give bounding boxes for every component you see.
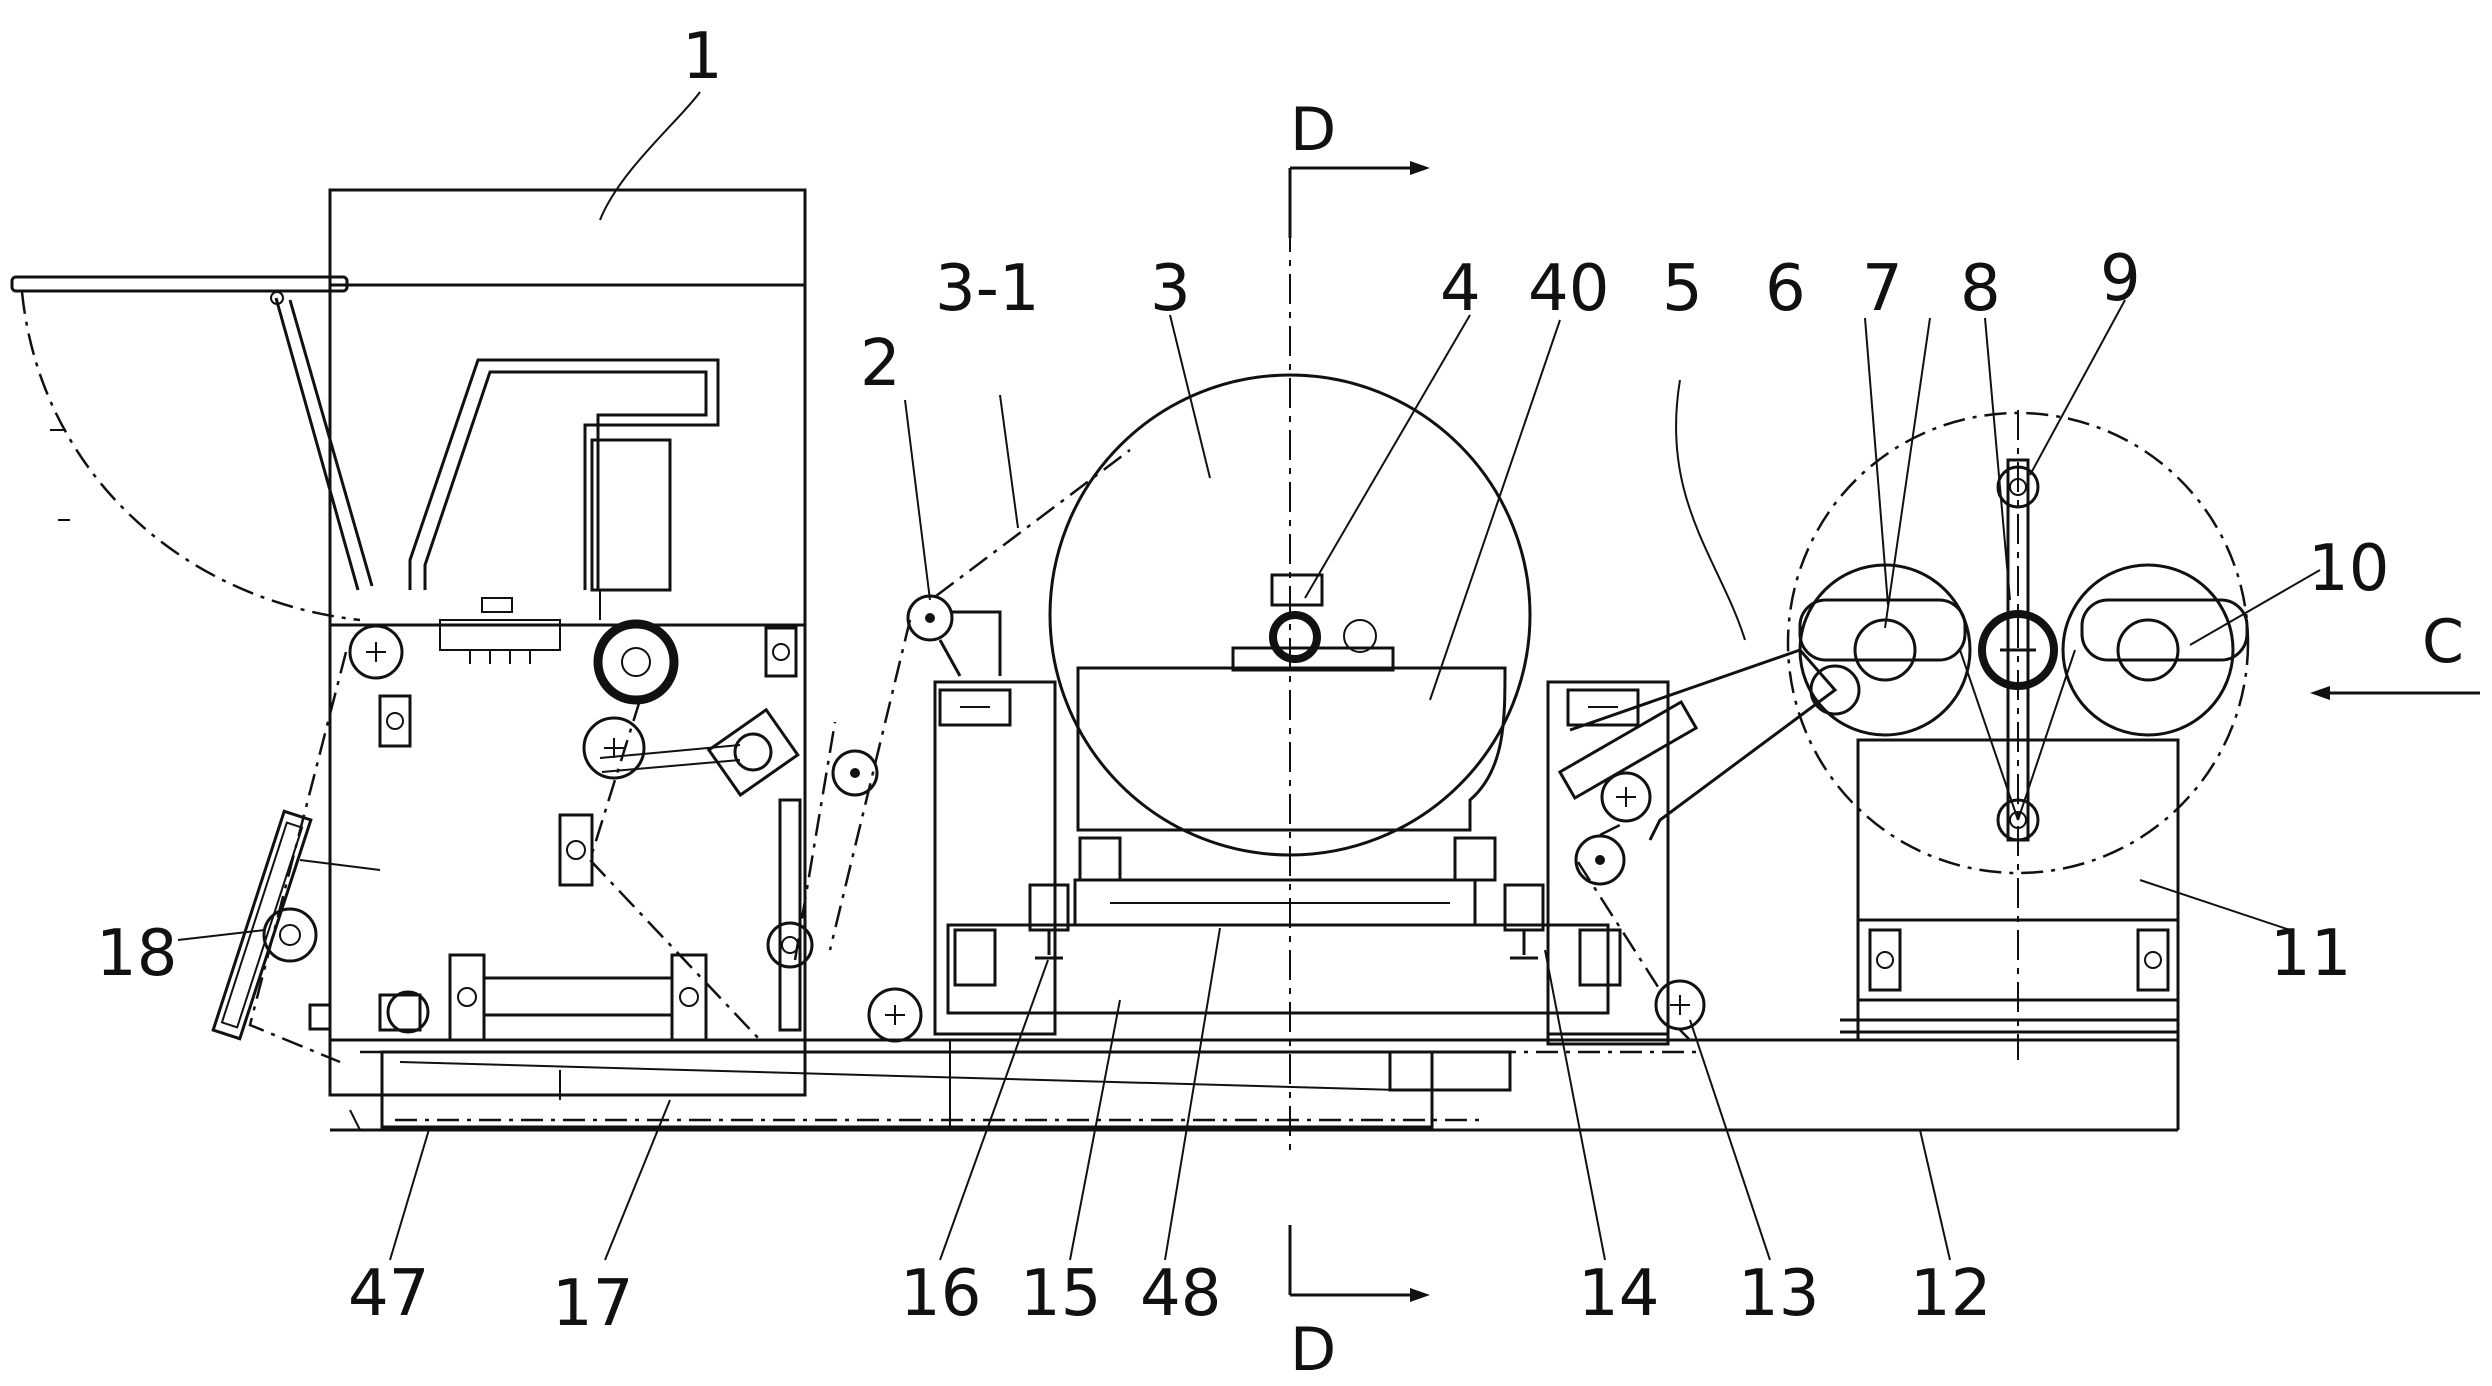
- label-15: 15: [1020, 1257, 1101, 1331]
- label-18: 18: [96, 917, 177, 991]
- label-13: 13: [1738, 1257, 1819, 1331]
- label-2: 2: [860, 327, 901, 401]
- label-7: 7: [1862, 252, 1903, 326]
- label-3-1: 3-1: [935, 252, 1040, 326]
- label-4: 4: [1440, 252, 1481, 326]
- label-5: 5: [1662, 252, 1703, 326]
- section-mark-d-top: D: [1288, 95, 1430, 238]
- part-labels: 1 2 3-1 3 4 40 5 6 7 8 9 10 11 12 13 14 …: [96, 20, 2389, 1341]
- label-1: 1: [682, 20, 723, 94]
- view-mark-c: C: [2310, 607, 2480, 700]
- label-48: 48: [1140, 1257, 1221, 1331]
- label-3: 3: [1150, 252, 1191, 326]
- section-mark-d-bottom: D: [1288, 1225, 1430, 1385]
- turret-unwinder: [1546, 379, 2250, 1060]
- label-10: 10: [2308, 532, 2389, 606]
- label-11: 11: [2270, 917, 2351, 991]
- winding-roll-3: [867, 170, 1670, 1150]
- label-47: 47: [348, 1257, 429, 1331]
- label-12: 12: [1910, 1257, 1991, 1331]
- left-frame: [10, 188, 837, 1097]
- label-9: 9: [2100, 242, 2141, 316]
- label-8: 8: [1960, 252, 2001, 326]
- label-40: 40: [1528, 252, 1609, 326]
- cylinder-18: [211, 809, 381, 1041]
- label-6: 6: [1765, 252, 1806, 326]
- section-label-d-bottom: D: [1290, 1315, 1336, 1381]
- leader-lines: [177, 91, 2321, 1261]
- base-frame: [330, 1018, 2180, 1132]
- section-label-d-top: D: [1290, 95, 1336, 165]
- label-16: 16: [900, 1257, 981, 1331]
- view-label-c: C: [2422, 607, 2464, 677]
- label-14: 14: [1578, 1257, 1659, 1331]
- label-17: 17: [552, 1267, 633, 1341]
